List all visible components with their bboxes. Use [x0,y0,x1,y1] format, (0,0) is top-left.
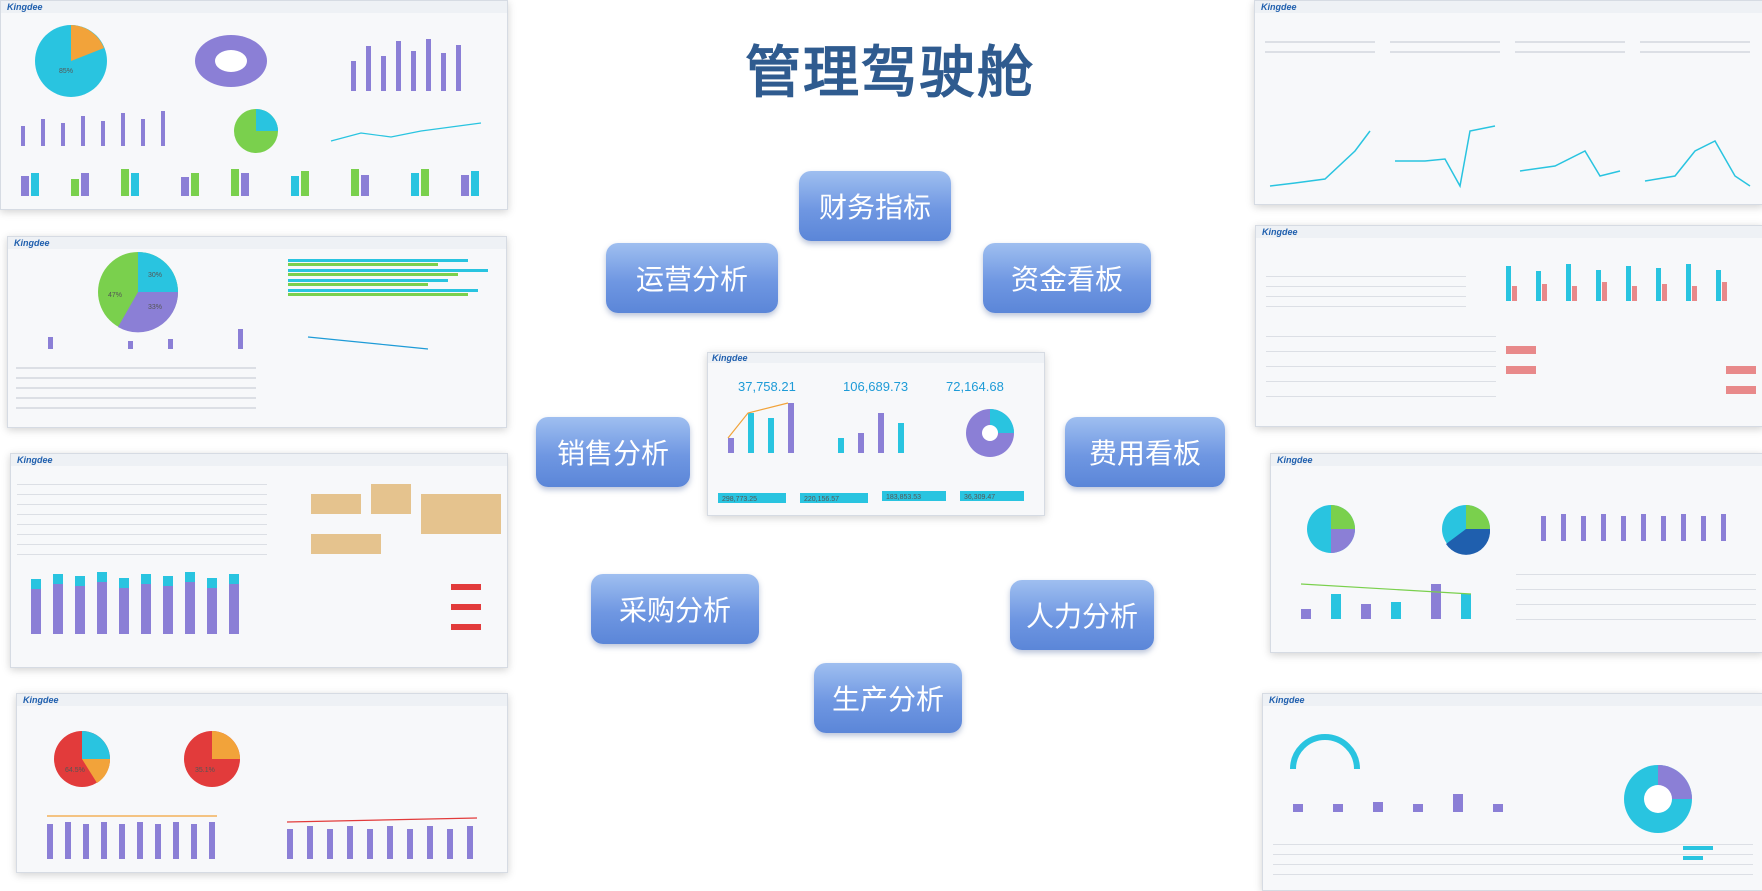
svg-text:Kingdee: Kingdee [7,2,43,12]
sub-kpi: 298,773.25 [722,496,757,503]
pie-label: 47% [108,292,122,299]
module-operations-button[interactable]: 运营分析 [606,243,778,313]
funds-dashboard-thumbnail[interactable]: Kingdee [1255,225,1762,427]
hr-dashboard-thumbnail[interactable]: Kingdee 64.5% 35.1% [16,693,508,873]
operations-dashboard-thumbnail[interactable]: Kingdee 85% [0,0,508,210]
module-production-button[interactable]: 生产分析 [814,663,962,733]
sales-dashboard-thumbnail[interactable]: Kingdee 47% 30% 33% [7,236,507,428]
pie-label: 33% [148,304,162,311]
finance-dashboard-thumbnail[interactable]: Kingdee [1254,0,1762,205]
sub-kpi: 220,156.57 [804,496,839,503]
pie-label: 30% [148,272,162,279]
production-dashboard-thumbnail[interactable]: Kingdee [10,453,508,668]
kpi-value: 72,164.68 [946,379,1004,394]
sub-kpi: 183,853.53 [886,494,921,501]
svg-text:Kingdee: Kingdee [1269,695,1305,705]
kingdee-logo: Kingdee [712,353,748,363]
svg-text:Kingdee: Kingdee [1277,455,1313,465]
module-finance-button[interactable]: 财务指标 [799,171,951,241]
module-sales-button[interactable]: 销售分析 [536,417,690,487]
module-funds-button[interactable]: 资金看板 [983,243,1151,313]
sub-kpi: 36,309.47 [964,494,995,501]
pie-label: 64.5% [65,767,85,774]
kpi-value: 37,758.21 [738,379,796,394]
module-purchase-button[interactable]: 采购分析 [591,574,759,644]
svg-text:Kingdee: Kingdee [17,455,53,465]
center-dashboard-panel[interactable]: Kingdee 37,758.21 106,689.73 72,164.68 2… [707,352,1045,516]
page-title: 管理驾驶舱 [745,41,1035,106]
svg-text:Kingdee: Kingdee [1261,2,1297,12]
module-expense-button[interactable]: 费用看板 [1065,417,1225,487]
pie-label: 85% [59,68,73,75]
svg-text:Kingdee: Kingdee [23,695,59,705]
purchase-dashboard-thumbnail[interactable]: Kingdee [1262,693,1762,891]
svg-text:Kingdee: Kingdee [1262,227,1298,237]
pie-label: 35.1% [195,767,215,774]
kpi-value: 106,689.73 [843,379,908,394]
svg-text:Kingdee: Kingdee [14,238,50,248]
module-hr-button[interactable]: 人力分析 [1010,580,1154,650]
expense-dashboard-thumbnail[interactable]: Kingdee [1270,453,1762,653]
